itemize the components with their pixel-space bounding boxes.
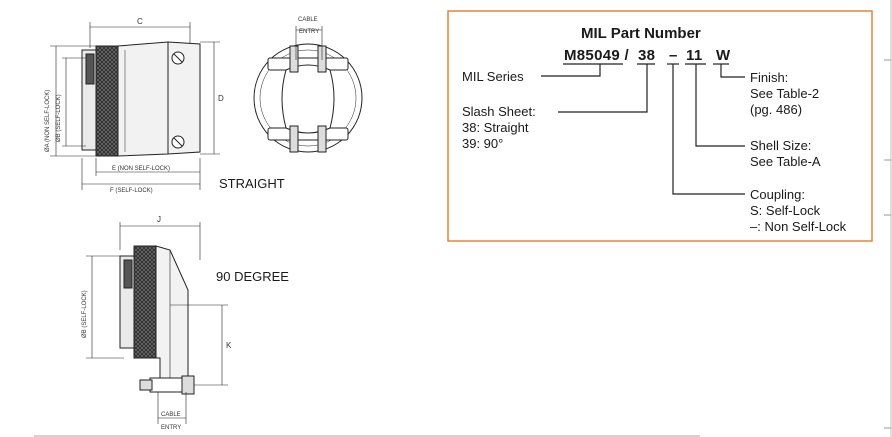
- part-slash: 38: [638, 47, 655, 64]
- dim-f-label: F (SELF-LOCK): [110, 188, 153, 194]
- finish-line3: (pg. 486): [750, 102, 802, 117]
- coupling-label: Coupling:: [750, 187, 805, 202]
- dim-d-label: D: [218, 94, 224, 103]
- straight-end-view: [253, 26, 363, 153]
- dim-e-label: E (NON SELF-LOCK): [112, 166, 170, 172]
- dim-j-label: J: [157, 215, 161, 224]
- finish-line2: See Table-2: [750, 86, 819, 101]
- shell-size-line2: See Table-A: [750, 154, 821, 169]
- dim-a-label: ØA (NON SELF-LOCK): [45, 90, 51, 152]
- coupling-self-lock: S: Self-Lock: [750, 203, 821, 218]
- part-size: 11: [686, 47, 702, 64]
- shell-size-label: Shell Size:: [750, 138, 811, 153]
- cable-entry-label-bottom-2: ENTRY: [161, 425, 181, 431]
- mil-series-label: MIL Series: [462, 69, 524, 84]
- mil-part-number-box: [447, 10, 873, 242]
- cable-entry-label-bottom-1: CABLE: [161, 412, 181, 418]
- dim-b-90-label: ØB (SELF-LOCK): [82, 290, 88, 338]
- mil-box-title: MIL Part Number: [581, 25, 701, 42]
- straight-caption: STRAIGHT: [219, 176, 285, 191]
- slash-39-label: 39: 90°: [462, 136, 503, 151]
- cable-entry-label-top-2: ENTRY: [299, 29, 319, 35]
- finish-label: Finish:: [750, 70, 788, 85]
- dim-k-label: K: [226, 341, 232, 350]
- cable-entry-label-top-1: CABLE: [298, 17, 318, 23]
- straight-side-view: [50, 22, 220, 190]
- ninety-degree-caption: 90 DEGREE: [216, 269, 289, 284]
- slash-38-label: 38: Straight: [462, 120, 529, 135]
- coupling-non-self-lock: –: Non Self-Lock: [750, 219, 847, 234]
- slash-sheet-label: Slash Sheet:: [462, 104, 536, 119]
- part-dash: –: [669, 47, 678, 64]
- dim-c-label: C: [137, 17, 143, 26]
- part-base: M85049 /: [564, 47, 629, 64]
- part-finish: W: [716, 47, 731, 64]
- ninety-degree-view: [86, 222, 228, 424]
- dim-b-label: ØB (SELF-LOCK): [56, 94, 62, 142]
- leader-lines: [541, 64, 745, 195]
